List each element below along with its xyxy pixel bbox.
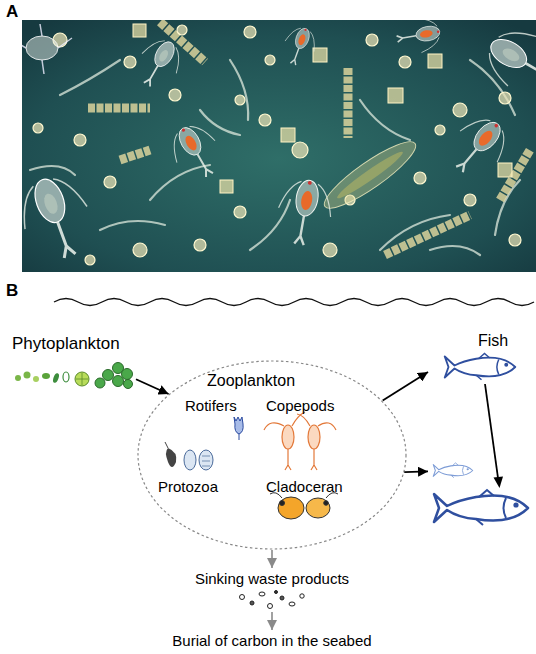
protozoa-icons — [165, 442, 213, 470]
node-label: Fish — [478, 332, 508, 350]
flow-arrow — [271, 612, 273, 630]
fish-icon — [445, 354, 516, 380]
plankton-photo — [22, 20, 536, 272]
zooplankton-ellipse: ZooplanktonRotifers CopepodsProtozoa Clado… — [137, 360, 407, 550]
water-surface — [54, 299, 534, 306]
waste-particles — [240, 591, 305, 609]
flow-arrow — [136, 379, 169, 394]
flow-arrow — [383, 372, 428, 400]
rotifer-icon — [234, 417, 243, 440]
flow-arrow — [404, 471, 428, 473]
node-label: Zooplankton — [207, 372, 295, 390]
waste-group: Sinking waste products — [172, 568, 372, 612]
node-label: Copepods — [266, 397, 334, 414]
protozoa-group: Protozoa — [152, 440, 222, 498]
cladoceran-group: Cladoceran — [262, 478, 344, 524]
dashed-ellipse — [138, 361, 406, 549]
predation-arrow — [485, 384, 503, 488]
carbon-burial: Burial of carbon in the seabed — [150, 630, 394, 652]
rotifer-group: Rotifers — [183, 395, 247, 437]
panel-label: B — [6, 281, 18, 301]
node-label: Rotifers — [185, 397, 237, 414]
copepod-group: Copepods — [262, 395, 342, 473]
flow-arrow — [271, 550, 273, 568]
copepod-icons — [264, 412, 336, 470]
phytoplankton-cells — [15, 363, 133, 389]
node-label: Burial of carbon in the seabed — [150, 632, 394, 649]
node-label: Phytoplankton — [12, 334, 120, 354]
node-label: Sinking waste products — [172, 570, 372, 587]
node-label: Protozoa — [158, 478, 218, 495]
phytoplankton-group: Phytoplankton — [8, 334, 136, 392]
cladoceran-icons — [270, 493, 338, 519]
fish-icon — [434, 490, 528, 525]
fish-group: Fish — [428, 330, 536, 535]
panel-label: A — [6, 2, 18, 22]
fish-icon — [433, 463, 472, 478]
node-label: Cladoceran — [266, 478, 343, 495]
